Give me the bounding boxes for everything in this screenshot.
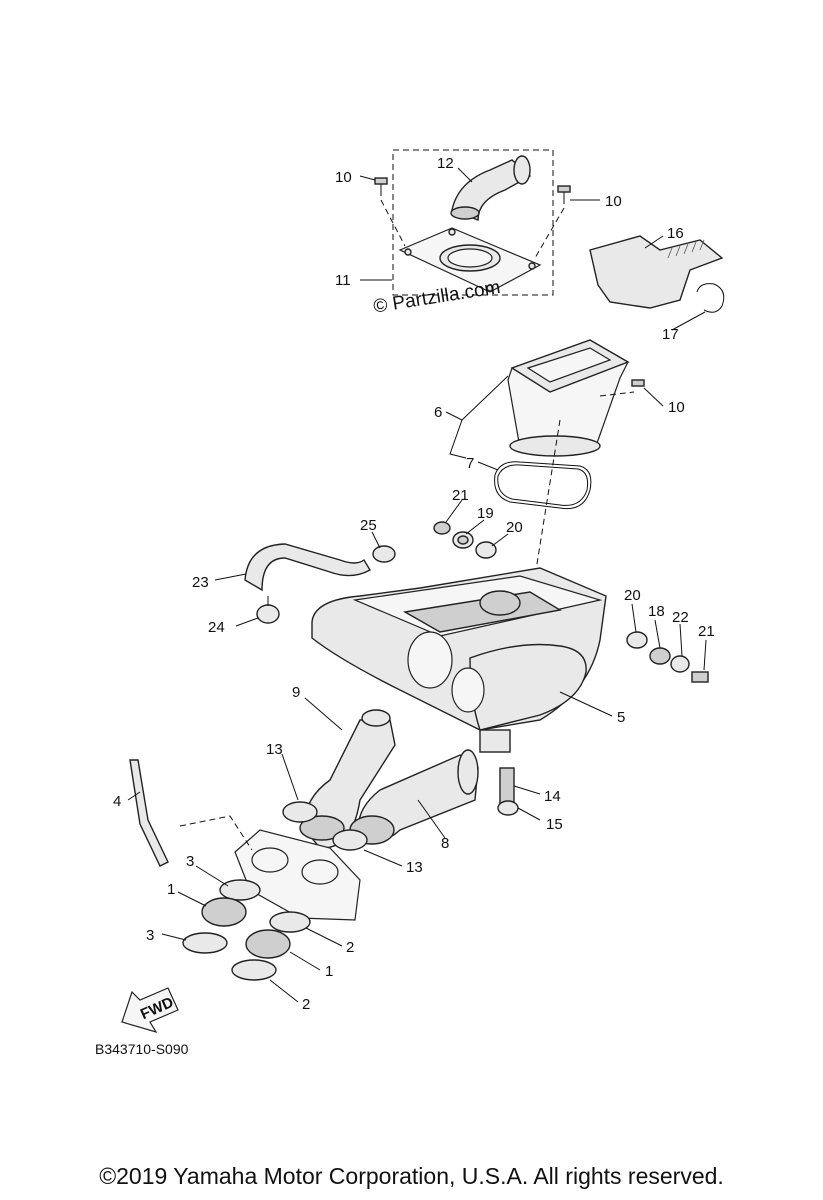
callout-10: 10 — [335, 169, 352, 186]
fittings-group — [372, 521, 709, 683]
callout-16: 16 — [667, 225, 684, 242]
diagram-code: B343710-S090 — [95, 1041, 189, 1057]
intake-joints-group — [282, 709, 519, 851]
callout-24: 24 — [208, 619, 225, 636]
callout-6: 6 — [434, 404, 442, 421]
callout-18: 18 — [648, 603, 665, 620]
callout-1: 1 — [167, 881, 175, 898]
callout-5: 5 — [617, 709, 625, 726]
callout-2: 2 — [302, 996, 310, 1013]
throttle-body-group — [182, 829, 361, 981]
bracket-group — [589, 235, 725, 313]
callout-9: 9 — [292, 684, 300, 701]
callout-23: 23 — [192, 574, 209, 591]
callout-22: 22 — [672, 609, 689, 626]
callout-13: 13 — [406, 859, 423, 876]
callout-8: 8 — [441, 835, 449, 852]
callout-4: 4 — [113, 793, 121, 810]
copyright-notice: ©2019 Yamaha Motor Corporation, U.S.A. A… — [99, 1163, 724, 1189]
callout-14: 14 — [544, 788, 561, 805]
intake-plate-group — [374, 149, 571, 296]
callout-21: 21 — [698, 623, 715, 640]
callout-10: 10 — [668, 399, 685, 416]
callout-17: 17 — [662, 326, 679, 343]
callout-3: 3 — [146, 927, 154, 944]
leader-lines — [127, 167, 707, 1003]
callout-7: 7 — [466, 455, 474, 472]
callout-15: 15 — [546, 816, 563, 833]
callout-12: 12 — [437, 155, 454, 172]
airbox-group — [311, 567, 607, 753]
callout-11: 11 — [335, 272, 351, 289]
callout-21: 21 — [452, 487, 469, 504]
callout-13: 13 — [266, 741, 283, 758]
callout-20: 20 — [624, 587, 641, 604]
filter-group — [494, 339, 645, 671]
callout-10: 10 — [605, 193, 622, 210]
breather-hose-group — [129, 759, 253, 867]
fwd-arrow: FWD — [121, 987, 179, 1034]
hose-group — [244, 543, 371, 624]
callout-labels: 10 12 10 16 11 17 10 6 7 21 19 20 25 23 … — [113, 155, 715, 1013]
callout-2: 2 — [346, 939, 354, 956]
callout-3: 3 — [186, 853, 194, 870]
callout-20: 20 — [506, 519, 523, 536]
callout-19: 19 — [477, 505, 494, 522]
callout-25: 25 — [360, 517, 377, 534]
callout-1: 1 — [325, 963, 333, 980]
